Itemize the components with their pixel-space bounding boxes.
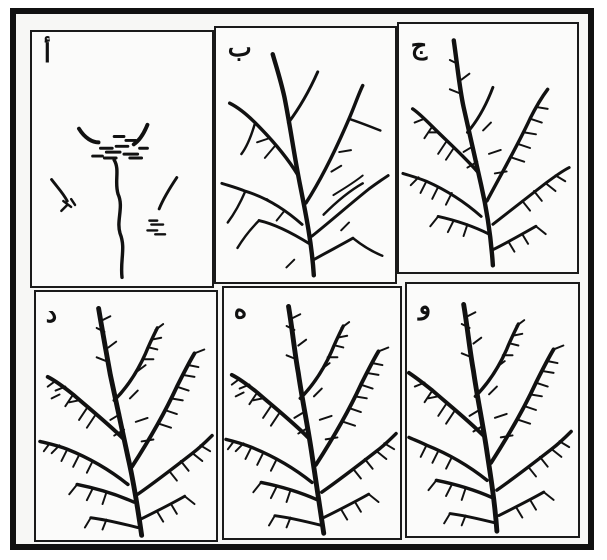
panel-2-drawing: ب (216, 28, 395, 282)
panel-1: أ (30, 30, 214, 288)
panel-3: ج (397, 22, 579, 274)
panel-4-label: د (46, 298, 57, 328)
panel-5: ه (222, 286, 402, 540)
panel-1-trunk (114, 160, 123, 277)
panel-3-label: ج (411, 30, 428, 61)
panel-5-label: ه (234, 294, 247, 324)
panel-2-label: ب (228, 32, 252, 62)
panel-1-drawing: أ (32, 32, 212, 286)
panel-1-label: أ (44, 35, 51, 68)
panel-6-drawing: و (407, 284, 578, 536)
panel-6-label: و (417, 290, 431, 321)
panel-3-drawing: ج (399, 24, 577, 272)
panel-2: ب (214, 26, 397, 284)
panel-6: و (405, 282, 580, 538)
panel-4: د (34, 290, 218, 542)
panel-5-drawing: ه (224, 288, 400, 538)
panel-4-drawing: د (36, 292, 216, 540)
